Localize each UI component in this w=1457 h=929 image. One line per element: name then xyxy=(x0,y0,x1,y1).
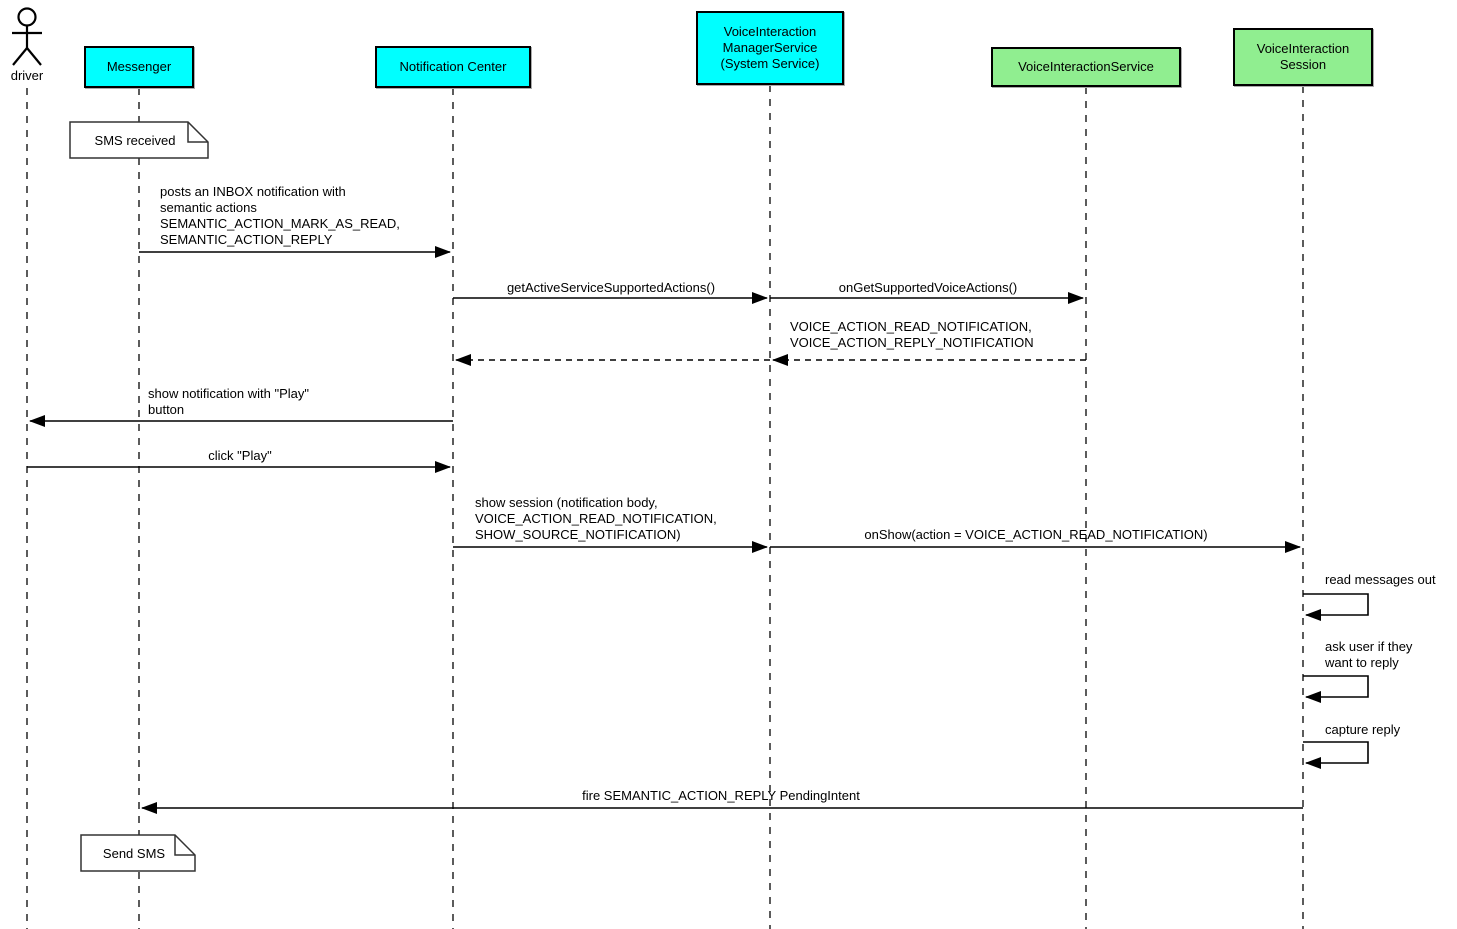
participant-messenger: Messenger xyxy=(84,46,194,88)
note-fold-icon xyxy=(174,835,195,856)
actor-label: driver xyxy=(10,68,44,83)
participant-notification-center: Notification Center xyxy=(375,46,531,88)
message-label-fire-pending-intent: fire SEMANTIC_ACTION_REPLY PendingIntent xyxy=(582,788,860,803)
message-label-get-supported-actions: getActiveServiceSupportedActions() xyxy=(506,280,716,295)
message-label-capture-reply: capture reply xyxy=(1325,722,1401,737)
participant-label: VoiceInteraction ManagerService (System … xyxy=(720,24,820,71)
message-label-read-messages-out: read messages out xyxy=(1325,572,1436,587)
note-shape-sms-received xyxy=(69,121,209,159)
participant-voice-interaction-service: VoiceInteractionService xyxy=(991,47,1181,87)
note-sms-received: SMS received xyxy=(94,132,176,148)
note-fold-icon xyxy=(187,122,208,143)
participant-label: Messenger xyxy=(106,59,172,74)
message-label-on-get-supported-voice-actions: onGetSupportedVoiceActions() xyxy=(838,280,1018,295)
message-label-show-session: show session (notification body, VOICE_A… xyxy=(475,495,717,542)
message-label-click-play: click "Play" xyxy=(208,448,272,463)
note-send-sms: Send SMS xyxy=(102,845,166,861)
note-shape-send-sms xyxy=(80,834,196,872)
actor-icon xyxy=(12,7,42,66)
self-message-read-messages-out xyxy=(1303,593,1369,621)
participant-label: Notification Center xyxy=(399,59,507,74)
message-label-post-notification: posts an INBOX notification with semanti… xyxy=(160,184,400,247)
message-label-show-notification: show notification with "Play" button xyxy=(148,386,309,417)
self-message-ask-user-reply xyxy=(1303,675,1369,703)
message-label-ask-user-reply: ask user if they want to reply xyxy=(1325,639,1413,670)
participant-label: VoiceInteractionService xyxy=(1018,59,1154,74)
participant-label: VoiceInteraction Session xyxy=(1256,41,1350,72)
self-message-capture-reply xyxy=(1303,741,1369,769)
message-label-return-voice-actions: VOICE_ACTION_READ_NOTIFICATION, VOICE_AC… xyxy=(790,319,1034,350)
message-label-on-show: onShow(action = VOICE_ACTION_READ_NOTIFI… xyxy=(864,527,1208,542)
participant-voice-interaction-manager-service: VoiceInteraction ManagerService (System … xyxy=(696,11,844,85)
participant-voice-interaction-session: VoiceInteraction Session xyxy=(1233,28,1373,86)
